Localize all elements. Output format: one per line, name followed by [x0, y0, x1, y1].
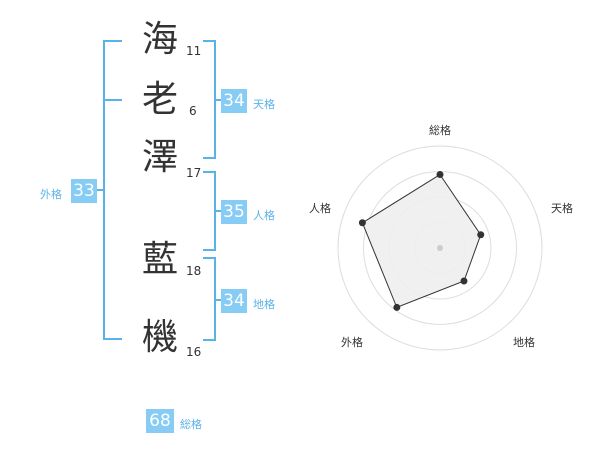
soukaku-value-badge: 68	[146, 409, 174, 433]
stroke-count-1: 11	[186, 44, 202, 58]
tenkaku-label: 天格	[253, 98, 275, 111]
radar-label-jinkaku: 人格	[309, 201, 331, 215]
radar-points	[358, 171, 485, 311]
radar-center-dot	[437, 245, 443, 251]
stroke-count-5: 16	[186, 345, 202, 359]
stroke-count-3: 17	[186, 166, 202, 180]
gaikaku-label: 外格	[40, 188, 62, 201]
radar-area	[361, 173, 482, 309]
name-char-5: 機	[141, 317, 178, 358]
chikaku-label: 地格	[253, 298, 275, 311]
chikaku-value-badge: 34	[221, 289, 247, 313]
gaikaku-value-badge: 33	[71, 179, 97, 203]
tenkaku-value-badge: 34	[221, 89, 247, 113]
jinkaku-value-badge: 35	[221, 200, 247, 224]
name-char-2: 老	[141, 79, 178, 120]
radar-point-1	[436, 171, 444, 179]
radar-label-tenkaku: 天格	[551, 201, 573, 215]
name-char-1: 海	[141, 19, 178, 60]
radar-label-gaikaku: 外格	[341, 335, 363, 349]
name-char-4: 藍	[141, 239, 178, 280]
radar-point-3	[460, 277, 468, 285]
soukaku-label: 総格	[180, 418, 202, 431]
radar-point-4	[393, 303, 401, 311]
stroke-count-2: 6	[189, 104, 197, 118]
radar-ring-4	[337, 145, 543, 351]
radar-point-5	[358, 219, 366, 227]
radar-label-soukaku: 総格	[429, 123, 451, 137]
radar-label-chikaku: 地格	[513, 335, 535, 349]
name-char-3: 澤	[141, 137, 178, 178]
radar-point-2	[477, 231, 485, 239]
jinkaku-label: 人格	[253, 209, 275, 222]
stroke-count-4: 18	[186, 264, 202, 278]
